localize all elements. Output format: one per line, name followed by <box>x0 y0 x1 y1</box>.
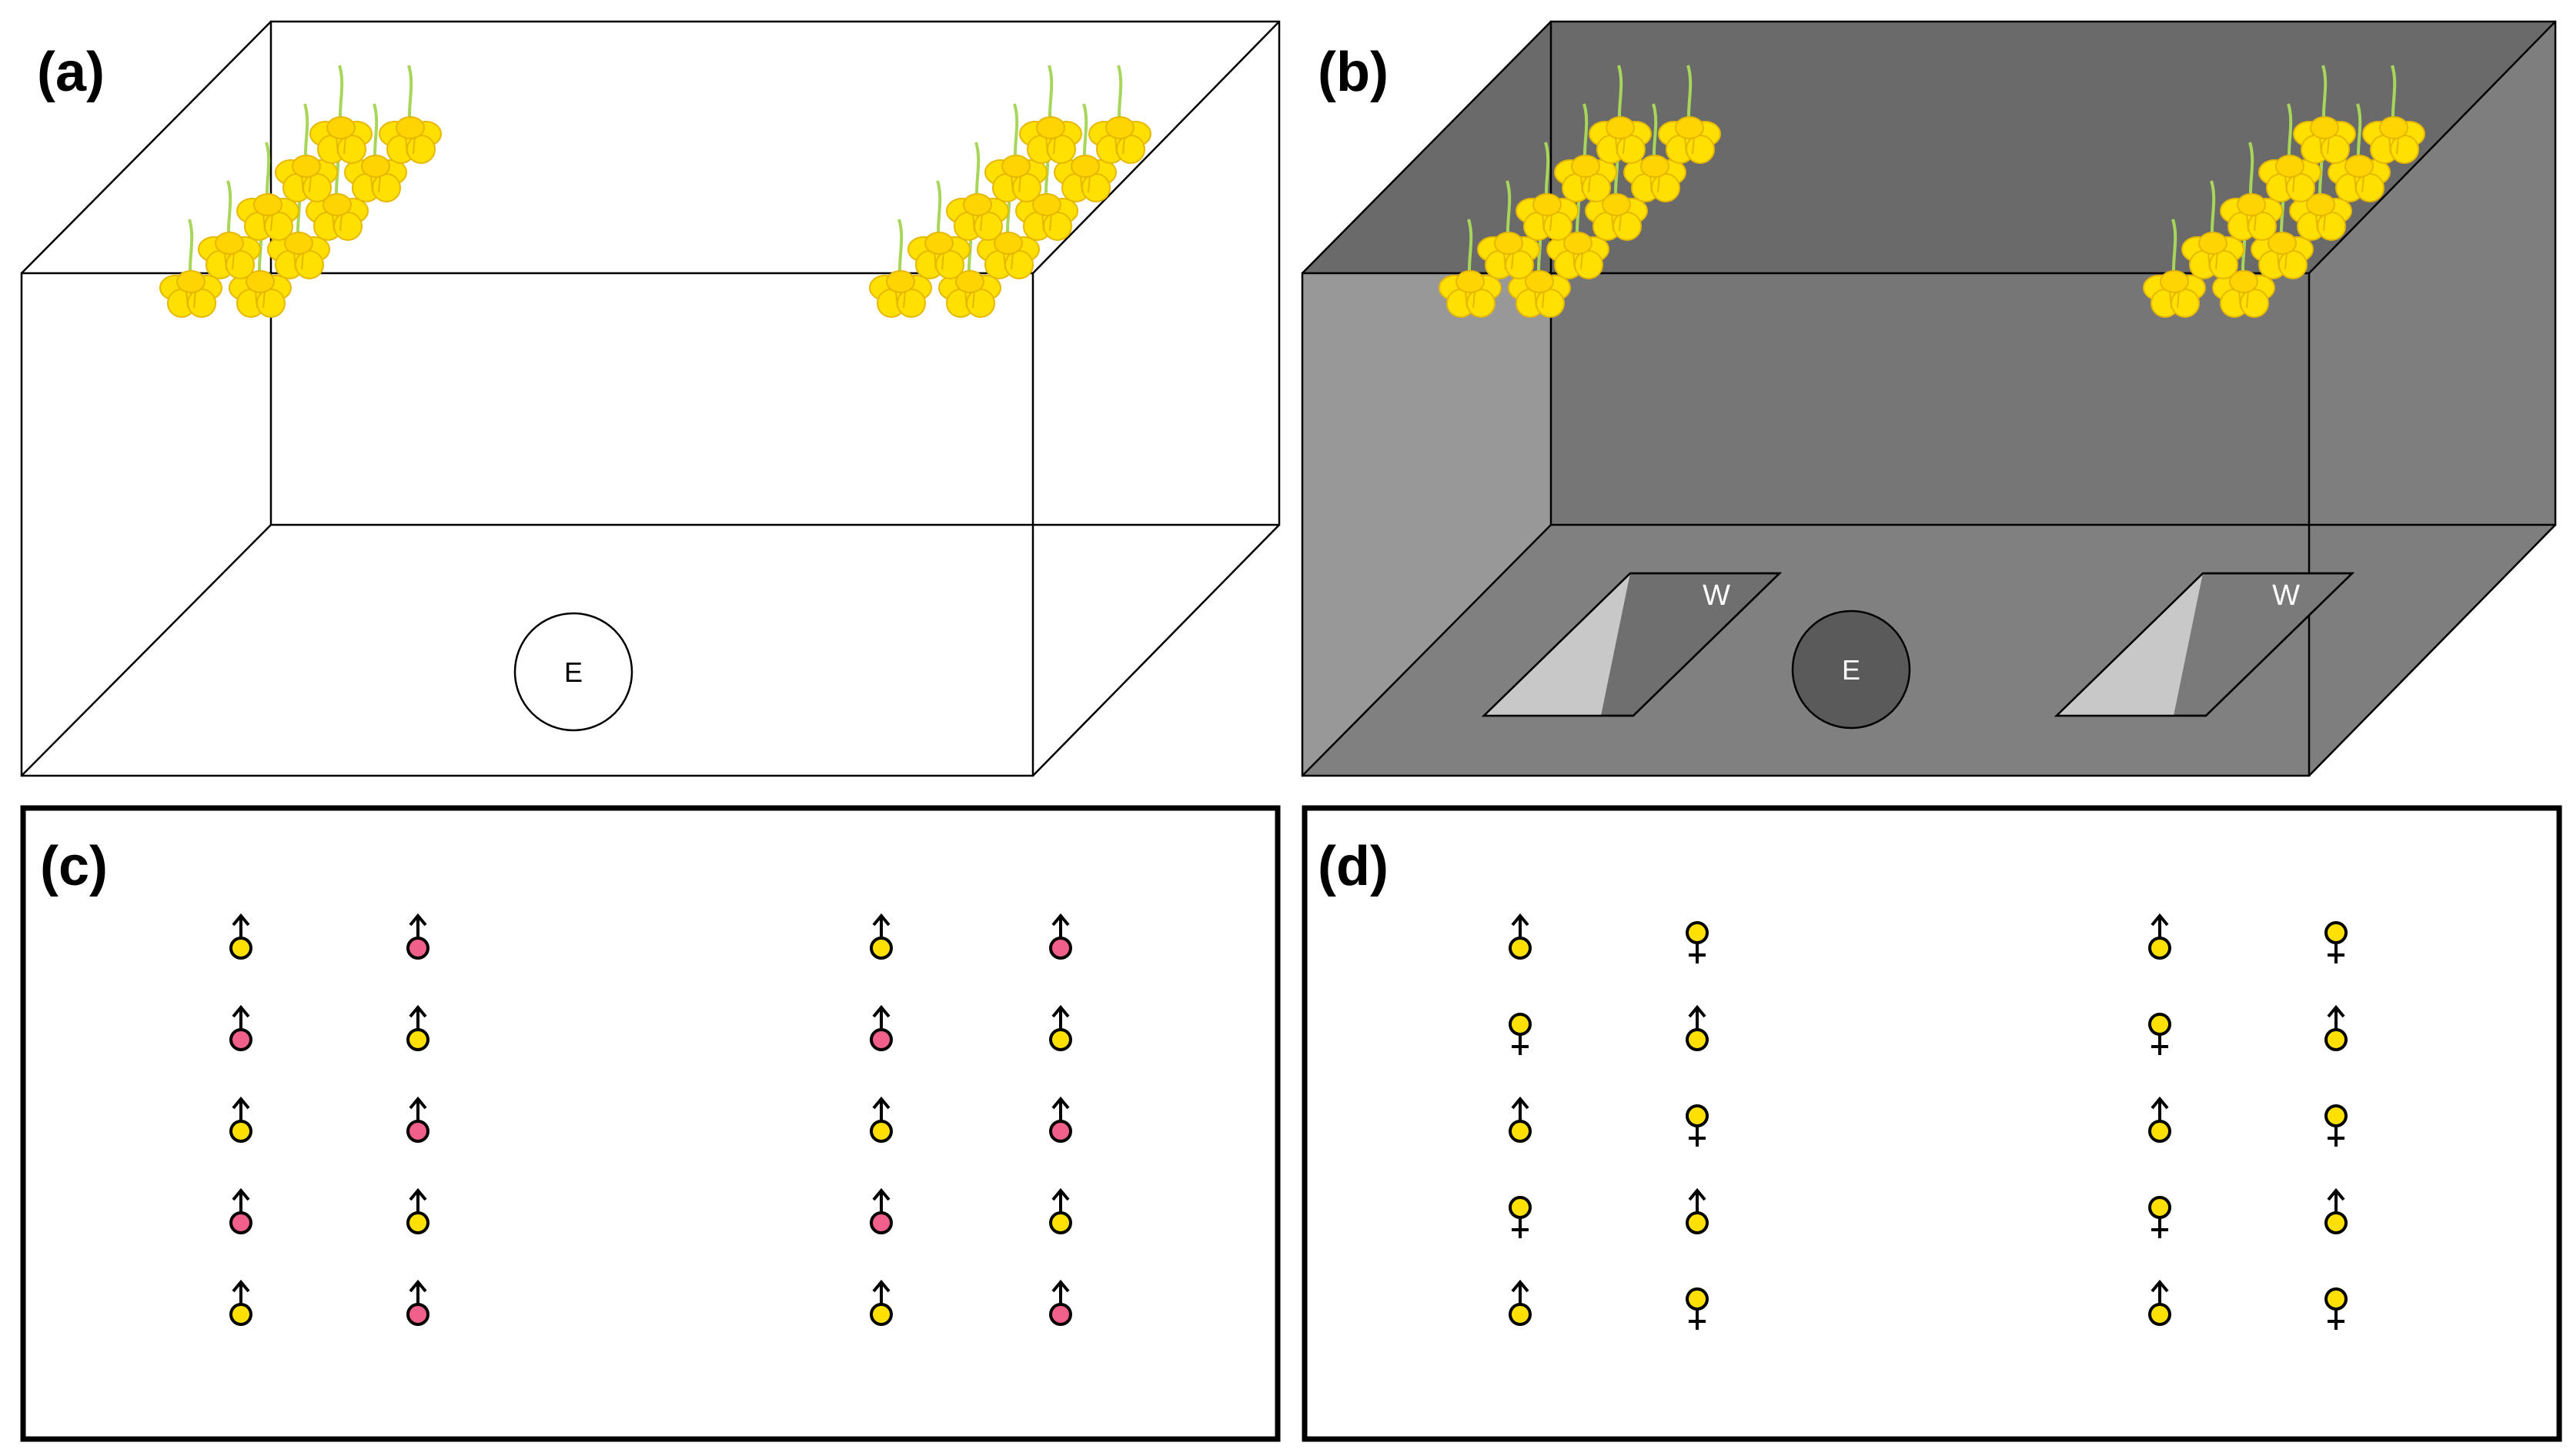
panel-label-b: (b) <box>1318 42 1389 103</box>
male-symbol-pink <box>229 1187 252 1234</box>
panel-frame-c <box>20 805 1281 1442</box>
male-symbol-yellow <box>870 1279 893 1326</box>
male-symbol-yellow <box>1509 1279 1532 1326</box>
male-symbol-yellow <box>406 1187 429 1234</box>
box-wireframe-a <box>20 20 1281 777</box>
male-symbol-pink <box>870 1187 893 1234</box>
panel-c: (c) <box>20 805 1281 1442</box>
female-symbol-yellow <box>2324 921 2348 963</box>
symbol-grid-d <box>1509 913 2348 1330</box>
male-symbol-pink <box>870 1004 893 1051</box>
entrance-label: E <box>1842 654 1860 686</box>
female-symbol-yellow <box>1509 1013 1532 1055</box>
male-symbol-pink <box>1049 1279 1072 1326</box>
entrance-circle <box>1791 609 1911 730</box>
male-symbol-pink <box>229 1004 252 1051</box>
entrance-label: E <box>564 656 583 688</box>
male-symbol-yellow <box>229 1279 252 1326</box>
female-symbol-yellow <box>1509 1196 1532 1238</box>
male-symbol-yellow <box>2148 913 2171 960</box>
male-symbol-yellow <box>1049 1004 1072 1051</box>
window-label: W <box>2272 579 2300 612</box>
female-symbol-yellow <box>1686 921 1709 963</box>
male-symbol-yellow <box>1509 913 1532 960</box>
male-symbol-pink <box>406 913 429 960</box>
female-symbol-yellow <box>2324 1104 2348 1147</box>
male-symbol-yellow <box>229 913 252 960</box>
entrance-b: E <box>1791 609 1911 730</box>
window-b-left: W <box>1481 572 1783 717</box>
male-symbol-yellow <box>1686 1004 1709 1051</box>
male-symbol-yellow <box>870 913 893 960</box>
entrance-a: E <box>513 612 633 732</box>
male-symbol-yellow <box>1509 1096 1532 1143</box>
panel-a: (a) E <box>20 20 1281 777</box>
male-symbol-yellow <box>1049 1187 1072 1234</box>
flower-cluster-a-right <box>870 65 1151 317</box>
male-symbol-yellow <box>2148 1096 2171 1143</box>
female-symbol-yellow <box>1686 1104 1709 1147</box>
panel-label-c: (c) <box>40 836 108 897</box>
male-symbol-yellow <box>2148 1279 2171 1326</box>
panel-b: (b) W <box>1301 20 2557 777</box>
panel-label-d: (d) <box>1318 836 1389 897</box>
entrance-circle <box>513 612 633 732</box>
male-symbol-pink <box>1049 1096 1072 1143</box>
window-b-right: W <box>2054 572 2355 717</box>
male-symbol-yellow <box>2324 1004 2348 1051</box>
male-symbol-yellow <box>229 1096 252 1143</box>
female-symbol-yellow <box>2148 1013 2171 1055</box>
male-symbol-yellow <box>406 1004 429 1051</box>
female-symbol-yellow <box>2148 1196 2171 1238</box>
male-symbol-yellow <box>2324 1187 2348 1234</box>
symbol-grid-c <box>229 913 1072 1326</box>
flower-cluster-a-left <box>160 65 441 317</box>
panel-d: (d) <box>1302 805 2562 1442</box>
panel-label-a: (a) <box>37 42 105 103</box>
male-symbol-yellow <box>870 1096 893 1143</box>
female-symbol-yellow <box>2324 1287 2348 1330</box>
male-symbol-yellow <box>1686 1187 1709 1234</box>
female-symbol-yellow <box>1686 1287 1709 1330</box>
male-symbol-pink <box>1049 913 1072 960</box>
male-symbol-pink <box>406 1096 429 1143</box>
male-symbol-pink <box>406 1279 429 1326</box>
window-label: W <box>1703 579 1730 612</box>
panel-frame-d <box>1302 805 2562 1442</box>
